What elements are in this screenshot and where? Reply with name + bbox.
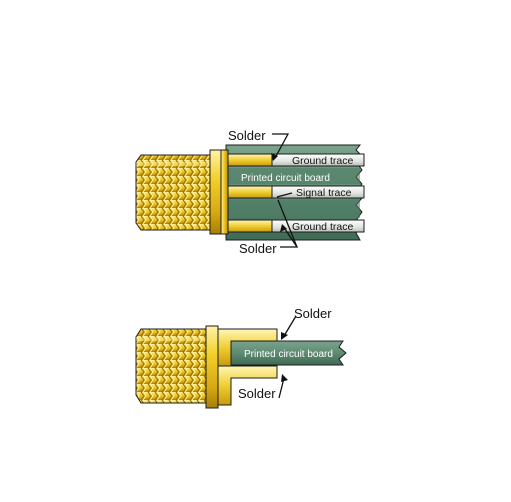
bottom-connector-flange xyxy=(205,325,219,409)
bottom-board-label: Printed circuit board xyxy=(244,349,333,360)
bottom-solder-lower-arrow xyxy=(281,374,288,382)
top-solder-leg-upper xyxy=(227,153,273,167)
bottom-diagram: Solder Printed circuit board Solder xyxy=(135,306,347,409)
top-solder-leg-lower xyxy=(227,219,273,233)
top-signal-trace-leader xyxy=(276,192,293,198)
top-ground-trace-lower-label: Ground trace xyxy=(292,221,353,233)
top-board-label: Printed circuit board xyxy=(241,173,330,184)
top-solder-bottom-label: Solder xyxy=(239,241,277,256)
top-connector xyxy=(135,149,229,235)
top-solder-label: Solder xyxy=(228,128,266,143)
top-solder-upper-arrow xyxy=(271,153,278,161)
top-solder-upper-leader xyxy=(272,133,290,159)
bottom-solder-top-label: Solder xyxy=(294,306,332,321)
top-ground-trace-label: Ground trace xyxy=(292,155,353,167)
top-solder-lower-leader-b xyxy=(277,199,298,248)
top-solder-legs xyxy=(227,153,273,233)
top-signal-trace-label: Signal trace xyxy=(296,187,352,199)
top-pcb-board xyxy=(225,144,365,241)
top-diagram: Solder Ground trace Printed circuit boar… xyxy=(135,128,365,256)
bottom-solder-upper-arrow xyxy=(281,332,288,340)
bottom-pcb-board xyxy=(230,340,347,366)
top-connector-flange-ridge xyxy=(220,149,229,235)
bottom-solder-upper-leader xyxy=(283,315,297,337)
top-solder-lower-arrow xyxy=(280,224,287,232)
top-center-pin xyxy=(227,185,273,199)
bottom-solder-clamp xyxy=(217,328,278,406)
bottom-connector xyxy=(135,325,219,409)
bottom-solder-lower xyxy=(217,365,278,406)
bottom-solder-bottom-label: Solder xyxy=(238,386,276,401)
